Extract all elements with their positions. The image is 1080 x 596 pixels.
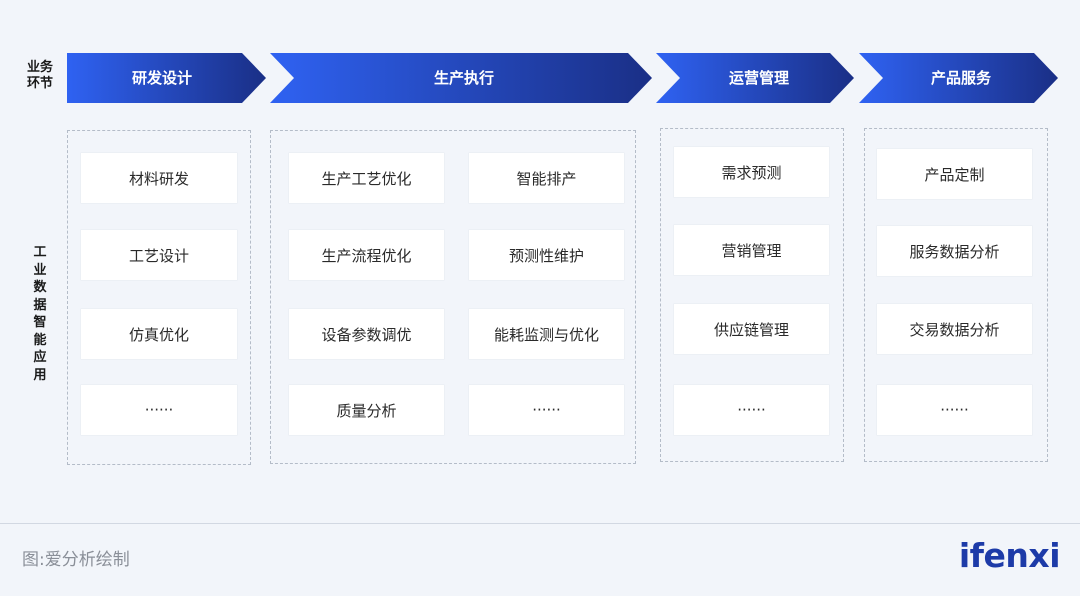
app-box-ellipsis: ······ — [81, 385, 237, 435]
stage-arrows — [67, 53, 1058, 103]
app-box-ellipsis: ······ — [877, 385, 1032, 435]
stage-arrow-service — [859, 53, 1058, 103]
app-box: 供应链管理 — [674, 304, 829, 354]
group-operations — [660, 128, 844, 462]
applications-label: 工业数据智能应用 — [33, 245, 47, 383]
stage-arrow-rnd — [67, 53, 266, 103]
app-box: 预测性维护 — [469, 230, 624, 280]
stage-arrow-production — [270, 53, 652, 103]
group-production — [270, 130, 636, 464]
app-box-ellipsis: ······ — [674, 385, 829, 435]
app-box: 智能排产 — [469, 153, 624, 203]
stage-label-operations: 运营管理 — [728, 69, 789, 87]
footer-divider — [0, 523, 1080, 524]
app-box: 营销管理 — [674, 225, 829, 275]
app-box: 需求预测 — [674, 147, 829, 197]
stage-label-production: 生产执行 — [433, 69, 494, 87]
app-box: 生产流程优化 — [289, 230, 444, 280]
app-box: 生产工艺优化 — [289, 153, 444, 203]
app-box: 工艺设计 — [81, 230, 237, 280]
app-box: 交易数据分析 — [877, 304, 1032, 354]
stage-arrow-operations — [656, 53, 854, 103]
app-box: 服务数据分析 — [877, 226, 1032, 276]
app-box: 材料研发 — [81, 153, 237, 203]
source-caption: 图:爱分析绘制 — [22, 550, 130, 570]
business-stage-label-line1: 业务 — [26, 60, 53, 75]
app-box: 产品定制 — [877, 149, 1032, 199]
business-stage-label-line2: 环节 — [26, 76, 53, 91]
app-box: 设备参数调优 — [289, 309, 444, 359]
ifenxi-logo: ifenxi — [958, 536, 1061, 575]
group-rnd — [67, 130, 251, 465]
app-box: 能耗监测与优化 — [469, 309, 624, 359]
app-box: 仿真优化 — [81, 309, 237, 359]
stage-label-rnd: 研发设计 — [131, 69, 192, 87]
business-stage-label: 业务 环节 — [18, 60, 62, 92]
group-service — [864, 128, 1048, 462]
app-box-ellipsis: ······ — [469, 385, 624, 435]
app-box: 质量分析 — [289, 385, 444, 435]
stage-label-service: 产品服务 — [930, 69, 991, 87]
